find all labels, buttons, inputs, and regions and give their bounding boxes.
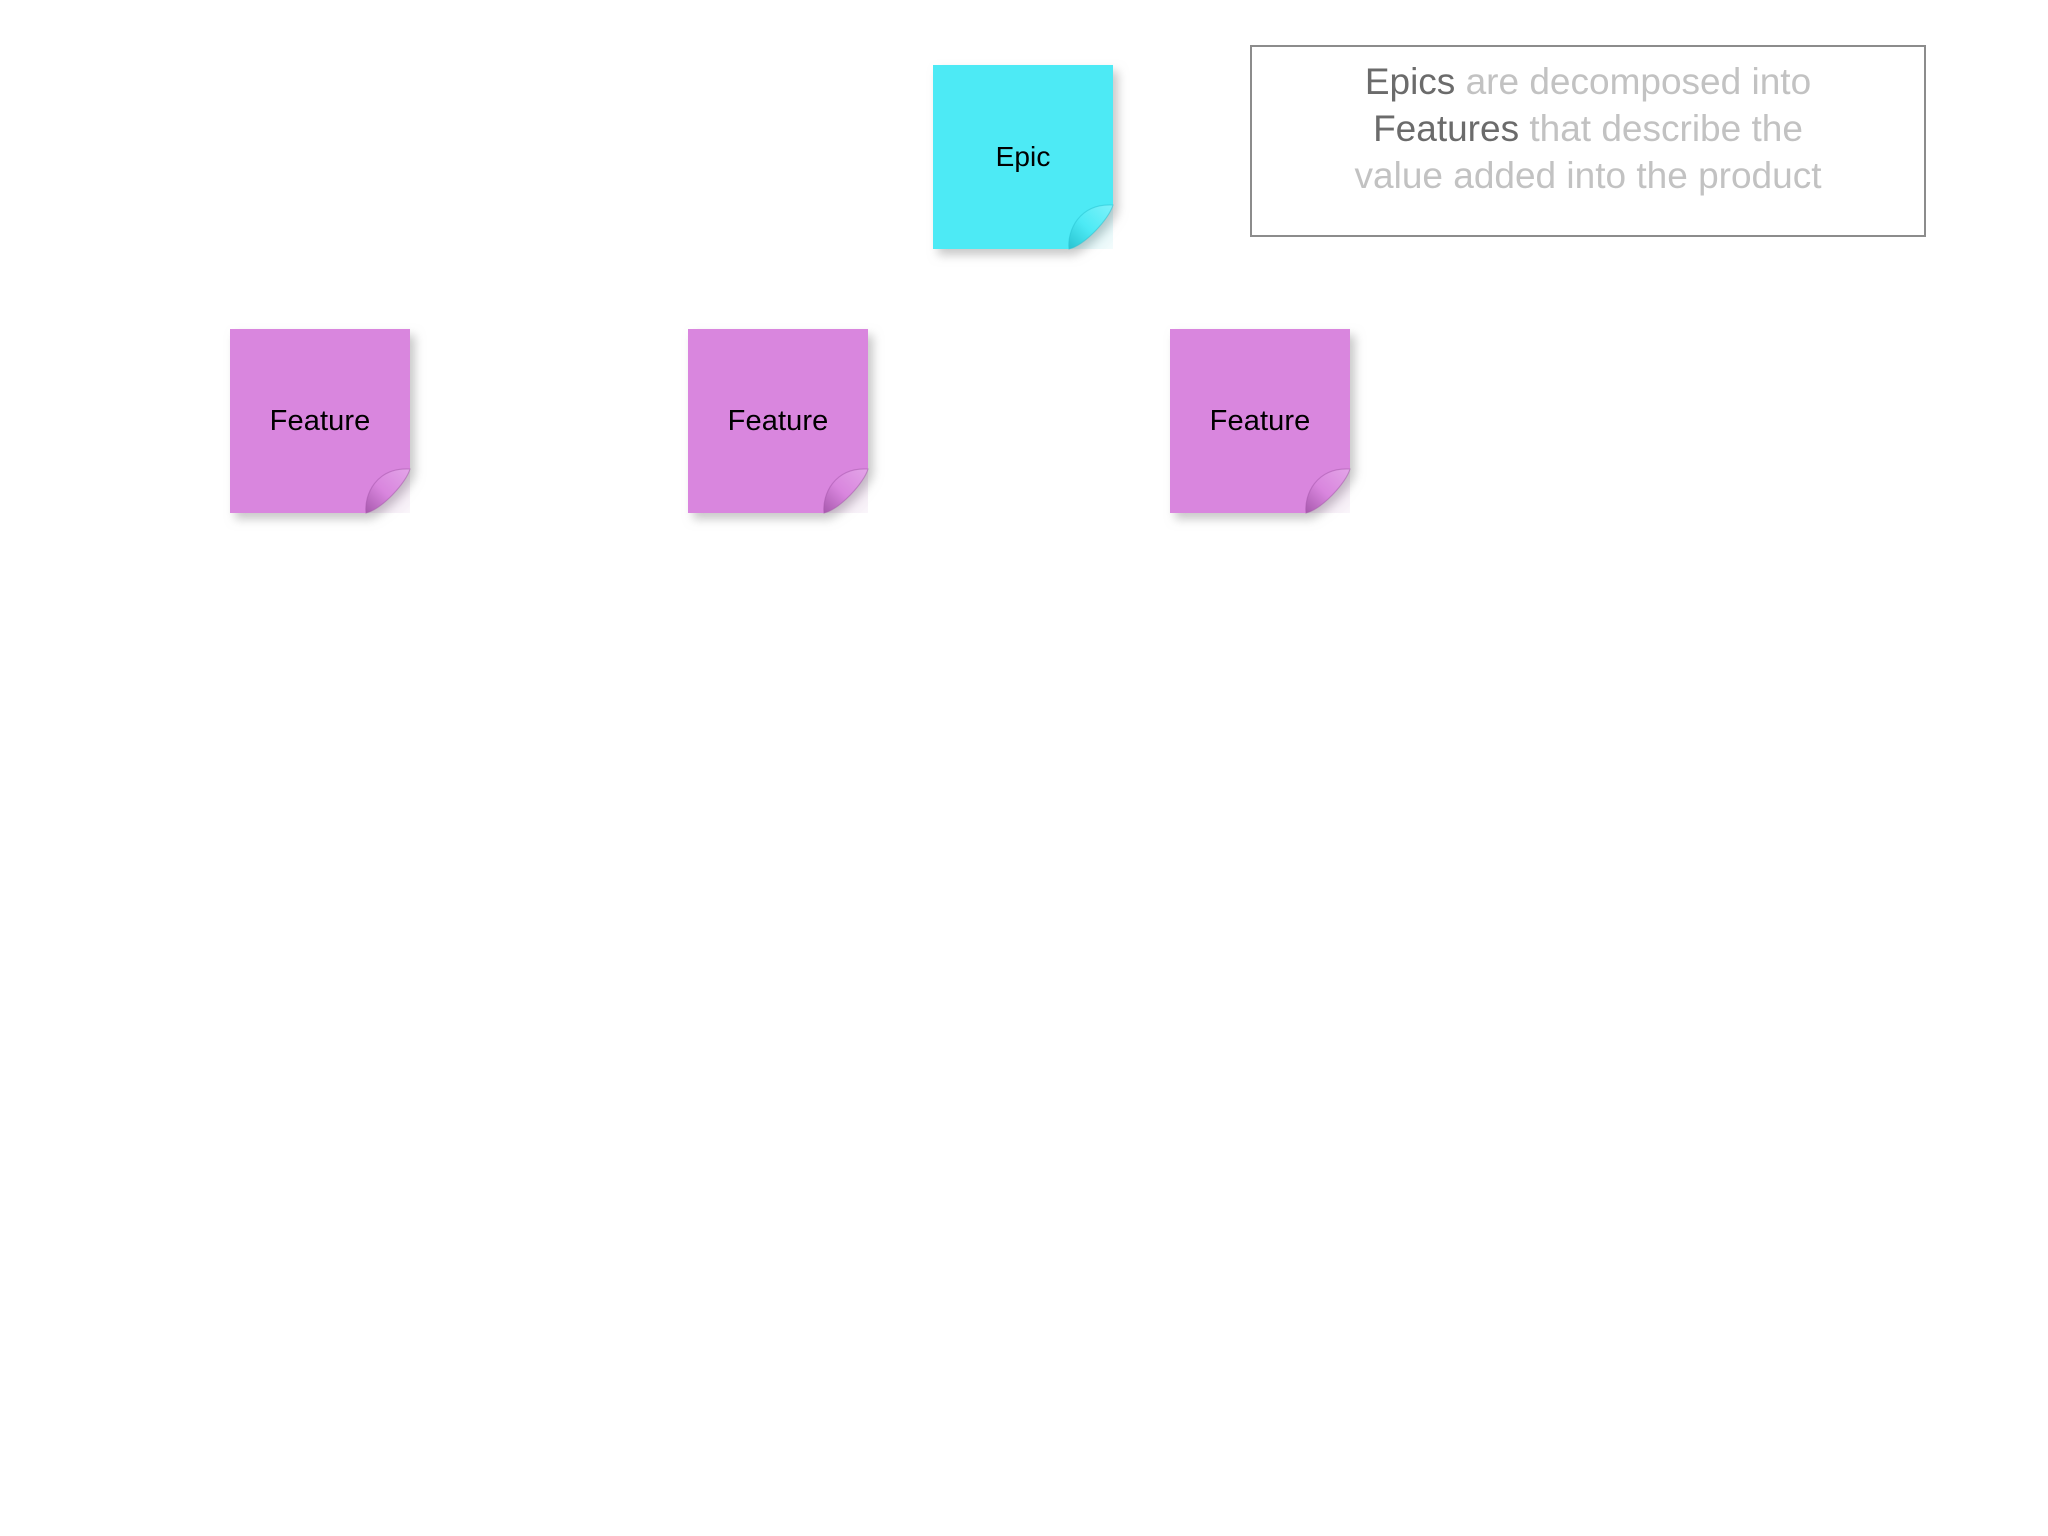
callout-emphasis: Features (1373, 107, 1520, 149)
sticky-note-feature-3[interactable]: Feature (1170, 329, 1351, 514)
callout-rest: that describe the (1519, 107, 1803, 149)
sticky-note-feature-2[interactable]: Feature (688, 329, 869, 514)
sticky-note-epic[interactable]: Epic (933, 65, 1114, 250)
sticky-note-feature-1[interactable]: Feature (230, 329, 411, 514)
sticky-note-shape (688, 329, 869, 514)
sticky-note-shape (230, 329, 411, 514)
callout-emphasis: Epics (1364, 61, 1456, 102)
sticky-note-shape (933, 65, 1114, 250)
sticky-note-shape (1170, 329, 1351, 514)
callout-line: Epics are decomposed into (1268, 59, 1908, 106)
callout-rest: are decomposed into (1455, 61, 1812, 102)
callout-rest: value added into the product (1354, 154, 1822, 196)
callout-line: value added into the product (1268, 153, 1908, 200)
callout-line: Features that describe the (1268, 106, 1908, 153)
